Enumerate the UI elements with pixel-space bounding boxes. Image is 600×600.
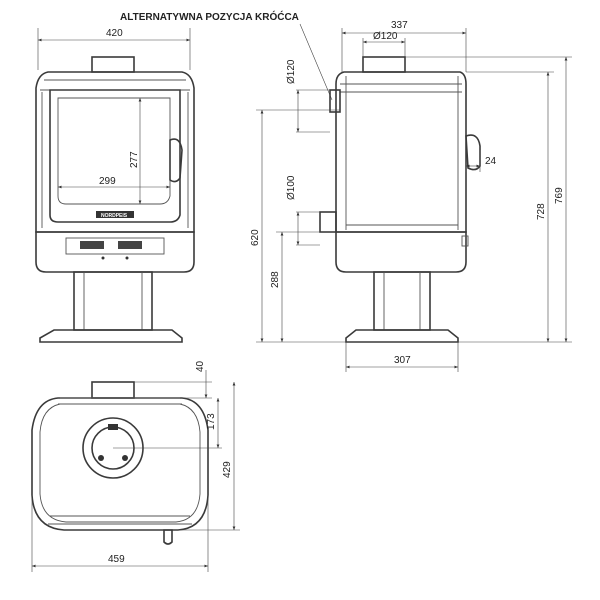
top-view: 40 173 429 459 (31, 360, 240, 572)
glass-width-label: 299 (99, 176, 116, 187)
alt-position-label: ALTERNATYWNA POZYCJA KRÓĆCA (120, 10, 299, 23)
front-door (49, 89, 181, 223)
side-view: 337 Ø120 Ø120 Ø100 (250, 20, 572, 372)
top-door-handle[interactable] (163, 529, 173, 545)
side-base-plate (345, 329, 459, 343)
front-glass (57, 97, 171, 205)
top-depth-label: 429 (222, 461, 233, 478)
front-view: 420 NORDPEIS 299 277 (35, 28, 195, 343)
air-slider-right[interactable] (118, 241, 142, 249)
top-flue-offset-label: 40 (195, 360, 206, 372)
air-vent-panel (65, 237, 165, 255)
alt-outlet-height-label: 620 (250, 229, 261, 246)
front-base-plate (39, 329, 183, 343)
pedestal-height-label: 288 (270, 271, 281, 288)
alt-upper-diameter: Ø120 (286, 59, 297, 84)
top-height-label: 728 (536, 203, 547, 220)
alt-outlet-lower (319, 211, 337, 233)
side-pedestal (373, 271, 431, 331)
alt-lower-diameter: Ø100 (286, 175, 297, 200)
front-door-handle[interactable] (169, 138, 183, 183)
top-width-label: 459 (108, 554, 125, 565)
brand-plate (96, 211, 134, 218)
side-depth-label: 337 (391, 20, 408, 31)
side-door-handle[interactable] (465, 134, 481, 171)
brand-label: NORDPEIS (101, 213, 128, 219)
air-slider-left[interactable] (80, 241, 104, 249)
alt-position-leader (299, 23, 333, 101)
total-height-label: 769 (554, 187, 565, 204)
base-depth-label: 307 (394, 355, 411, 366)
side-stove-body (335, 71, 467, 233)
side-flue-collar (362, 56, 406, 73)
handle-offset-label: 24 (485, 156, 497, 167)
front-flue-collar (91, 56, 135, 73)
front-pedestal (73, 271, 153, 331)
top-flue-center-label: 173 (206, 413, 217, 430)
side-ash-section (335, 231, 467, 273)
top-flue-collar (91, 381, 135, 399)
glass-height-label: 277 (129, 151, 140, 168)
top-stove-outline (31, 397, 209, 531)
flue-top-diameter: Ø120 (373, 31, 398, 42)
front-ash-section (35, 231, 195, 273)
alt-outlet-upper (329, 89, 341, 113)
front-width-label: 420 (106, 28, 123, 39)
